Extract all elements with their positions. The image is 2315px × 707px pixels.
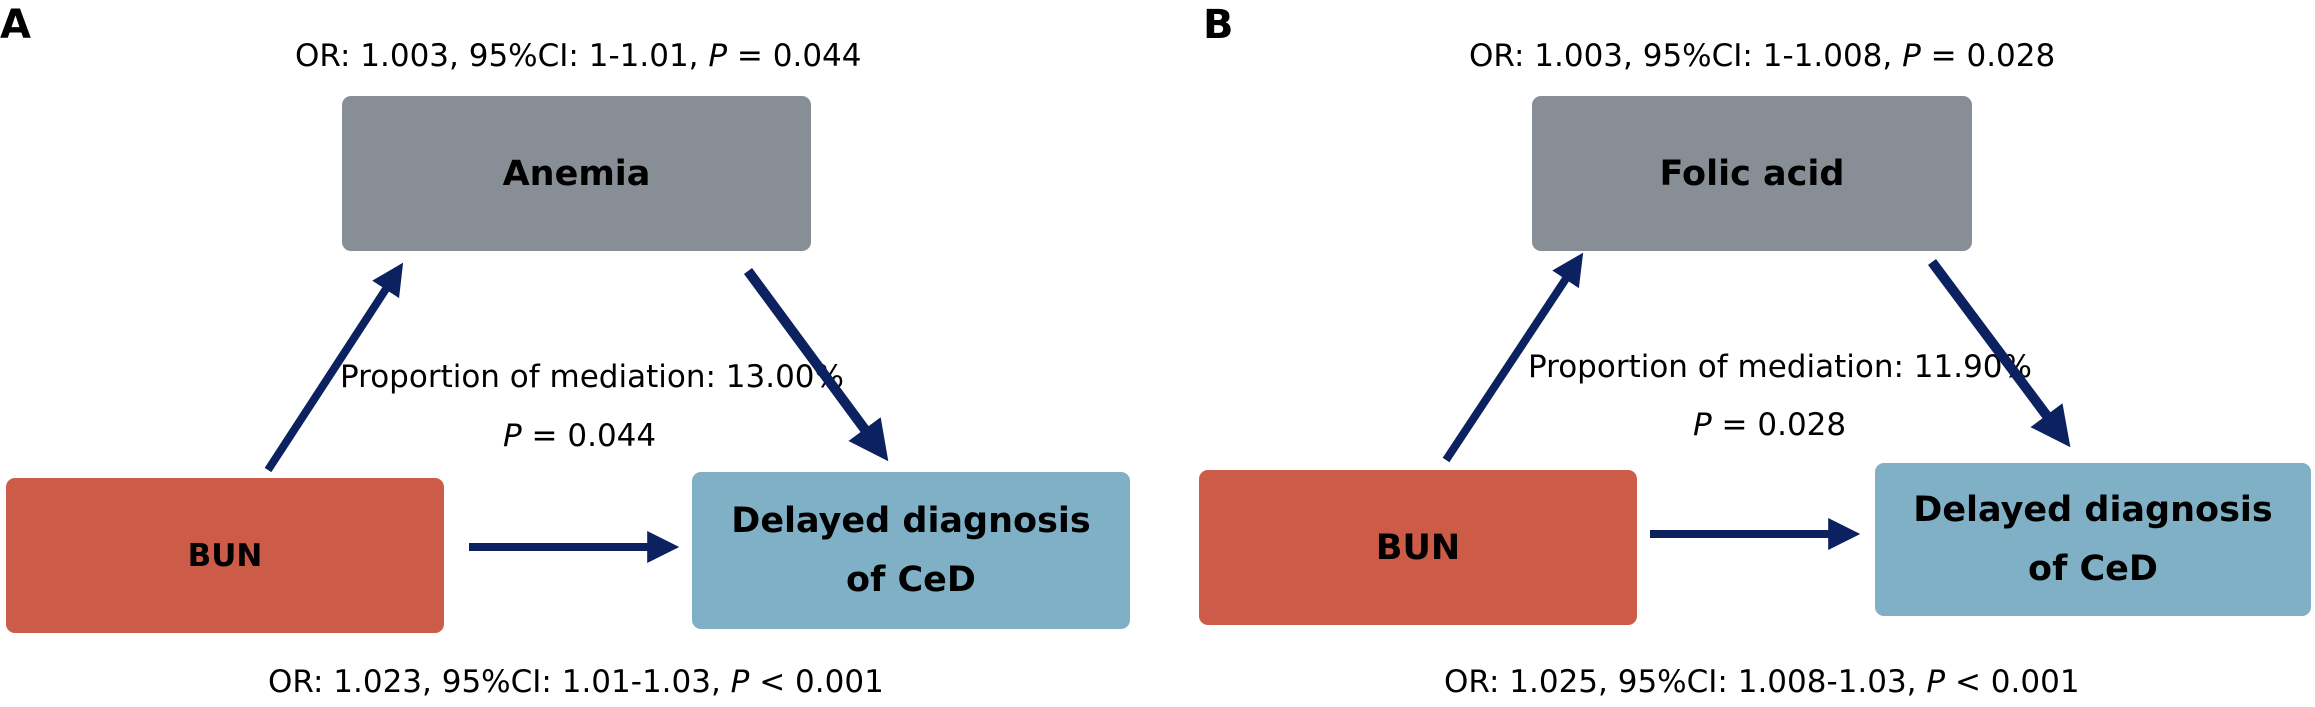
p-symbol: P — [503, 418, 522, 454]
stat-text: OR: 1.003, 95%CI: 1-1.01, — [295, 38, 709, 74]
mediation-proportion: Proportion of mediation: 13.00% — [340, 357, 844, 397]
mediation-p-value: P = 0.028 — [1693, 405, 1846, 445]
panel-letter: B — [1203, 2, 1234, 48]
outcome-label-line1: Delayed diagnosis — [1913, 489, 2273, 530]
p-symbol: P — [730, 664, 750, 700]
p-symbol: P — [1693, 407, 1712, 443]
arrow-exposure-to-mediator — [1442, 252, 1584, 463]
stat-text: OR: 1.023, 95%CI: 1.01-1.03, — [268, 664, 731, 700]
arrow-mediator-to-outcome — [1927, 259, 2071, 448]
mediator-or-stat: OR: 1.003, 95%CI: 1-1.01, P = 0.044 — [295, 36, 862, 76]
arrow-exposure-to-mediator — [264, 262, 404, 473]
arrows-layer — [1442, 252, 2071, 550]
mediator-box: Anemia — [342, 96, 811, 251]
exposure-box: BUN — [6, 478, 444, 633]
mediator-label: Folic acid — [1659, 153, 1845, 194]
p-value: = 0.044 — [521, 418, 657, 454]
p-value: < 0.001 — [749, 664, 884, 700]
mediation-p-value: P = 0.044 — [503, 416, 656, 456]
panel-a: A OR: 1.003, 95%CI: 1-1.01, P = 0.044 An… — [0, 0, 1157, 707]
mediation-proportion-text: Proportion of mediation: 13.00% — [340, 359, 844, 395]
p-value: < 0.001 — [1945, 664, 2080, 700]
mediation-proportion: Proportion of mediation: 11.90% — [1528, 347, 2032, 387]
stat-text: OR: 1.003, 95%CI: 1-1.008, — [1469, 38, 1903, 74]
mediator-label: Anemia — [502, 153, 651, 194]
p-value: = 0.044 — [727, 38, 862, 74]
exposure-label: BUN — [187, 537, 263, 574]
mediator-or-stat: OR: 1.003, 95%CI: 1-1.008, P = 0.028 — [1469, 36, 2055, 76]
p-value: = 0.028 — [1920, 38, 2056, 74]
outcome-label-line2: of CeD — [846, 559, 976, 600]
stat-text: OR: 1.025, 95%CI: 1.008-1.03, — [1444, 664, 1927, 700]
panel-b: B OR: 1.003, 95%CI: 1-1.008, P = 0.028 F… — [1192, 0, 2315, 707]
outcome-label-line1: Delayed diagnosis — [731, 500, 1091, 541]
mediation-proportion-text: Proportion of mediation: 11.90% — [1528, 349, 2032, 385]
outcome-label-line2: of CeD — [2028, 548, 2158, 589]
arrows-layer — [264, 262, 889, 563]
p-symbol: P — [1926, 664, 1946, 700]
p-symbol: P — [708, 38, 728, 74]
p-value: = 0.028 — [1711, 407, 1847, 443]
arrow-mediator-to-outcome — [743, 268, 889, 462]
outcome-box: Delayed diagnosis of CeD — [692, 472, 1130, 629]
panel-letter: A — [0, 2, 31, 48]
exposure-box: BUN — [1199, 470, 1637, 625]
direct-or-stat: OR: 1.025, 95%CI: 1.008-1.03, P < 0.001 — [1444, 662, 2080, 702]
mediator-box: Folic acid — [1532, 96, 1972, 251]
exposure-label: BUN — [1375, 527, 1461, 568]
p-symbol: P — [1902, 38, 1921, 74]
direct-or-stat: OR: 1.023, 95%CI: 1.01-1.03, P < 0.001 — [268, 662, 884, 702]
outcome-box: Delayed diagnosis of CeD — [1875, 463, 2311, 616]
